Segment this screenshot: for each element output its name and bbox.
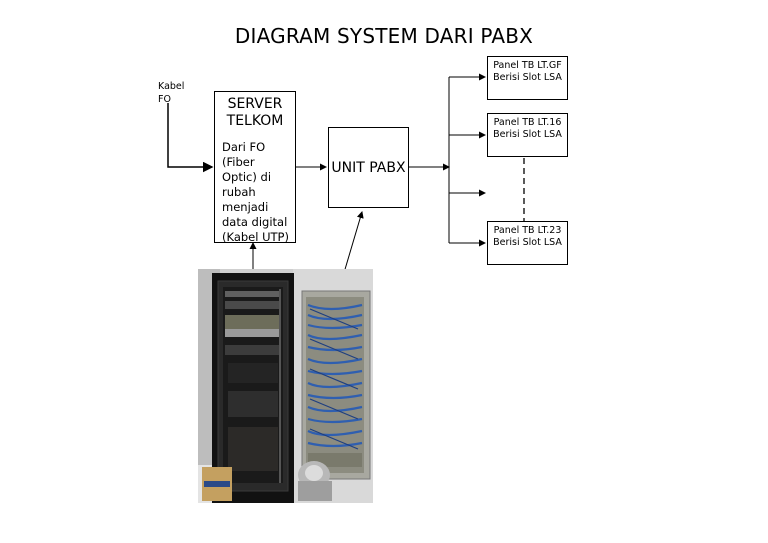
unit-pabx-label: UNIT PABX	[331, 159, 406, 176]
panel-tb-gf-box: Panel TB LT.GF Berisi Slot LSA	[487, 56, 568, 100]
kabel-fo-label: Kabel FO	[158, 81, 185, 105]
panel-tb-23-label: Panel TB LT.23 Berisi Slot LSA	[493, 225, 562, 248]
panel-tb-16-label: Panel TB LT.16 Berisi Slot LSA	[493, 117, 562, 140]
panel-tb-23-box: Panel TB LT.23 Berisi Slot LSA	[487, 221, 568, 265]
unit-pabx-box: UNIT PABX	[328, 127, 409, 208]
panel-tb-gf-label: Panel TB LT.GF Berisi Slot LSA	[493, 60, 562, 83]
server-rack-photo	[198, 269, 373, 503]
server-telkom-box: SERVER TELKOM Dari FO (Fiber Optic) di r…	[214, 91, 296, 243]
server-telkom-title: SERVER TELKOM	[226, 96, 284, 129]
kabel-fo-line	[167, 103, 214, 173]
panel-tb-16-box: Panel TB LT.16 Berisi Slot LSA	[487, 113, 568, 157]
diagram-title: DIAGRAM SYSTEM DARI PABX	[234, 24, 534, 48]
server-telkom-description: Dari FO (Fiber Optic) di rubah menjadi d…	[222, 140, 289, 243]
